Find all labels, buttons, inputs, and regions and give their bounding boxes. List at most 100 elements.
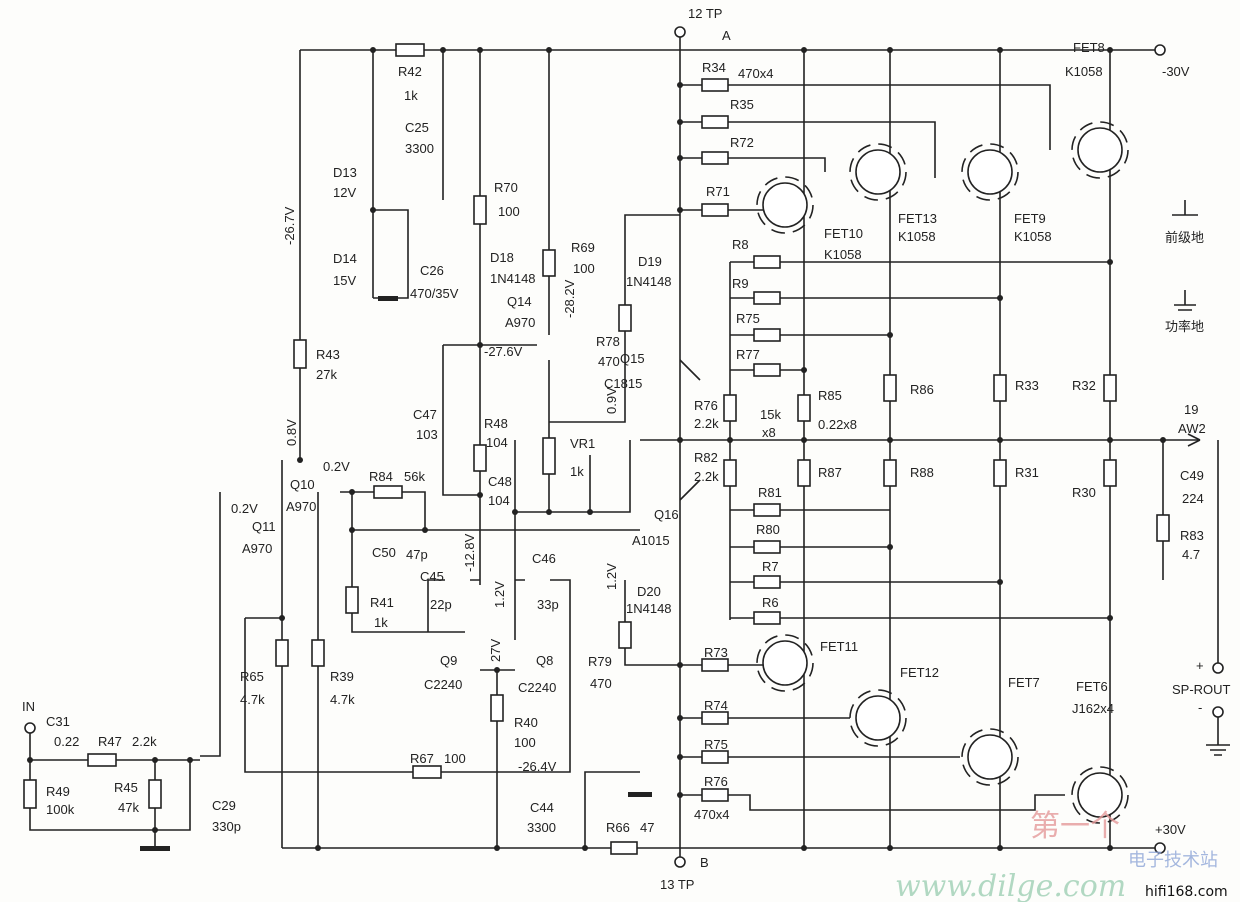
vr1-label: VR1 xyxy=(570,436,595,451)
r49-label: R49 xyxy=(46,784,70,799)
watermark-cn2: 电子技术站 xyxy=(1128,850,1218,871)
plus-label: + xyxy=(1196,658,1204,673)
r83-value: 4.7 xyxy=(1182,547,1200,562)
r72-label: R72 xyxy=(730,135,754,150)
r69-value: 100 xyxy=(573,261,595,276)
r76-upper-label: R76 xyxy=(694,398,718,413)
power-ground-label: 功率地 xyxy=(1165,319,1204,334)
r66-label: R66 xyxy=(606,820,630,835)
d18-value: 1N4148 xyxy=(490,271,536,286)
v264-label: -26.4V xyxy=(518,759,557,774)
q14-value: A970 xyxy=(505,315,535,330)
c26-value: 470/35V xyxy=(410,286,459,301)
r6-label: R6 xyxy=(762,595,779,610)
d13-label: D13 xyxy=(333,165,357,180)
r74-label: R74 xyxy=(704,698,728,713)
r82-label: R82 xyxy=(694,450,718,465)
c50-label: C50 xyxy=(372,545,396,560)
r82-value: 2.2k xyxy=(694,469,719,484)
fet11-label: FET11 xyxy=(820,639,858,654)
r41-value: 1k xyxy=(374,615,388,630)
r47-value: 2.2k xyxy=(132,734,157,749)
c26-label: C26 xyxy=(420,263,444,278)
r48-label: R48 xyxy=(484,416,508,431)
node19-label: 19 xyxy=(1184,402,1198,417)
d20-label: D20 xyxy=(637,584,661,599)
junctions xyxy=(27,47,1166,851)
022x8-label: 0.22x8 xyxy=(818,417,857,432)
fet12-label: FET12 xyxy=(900,665,939,680)
r84-label: R84 xyxy=(369,469,393,484)
d19-label: D19 xyxy=(638,254,662,269)
fet6-label: FET6 xyxy=(1076,679,1108,694)
aw2-label: AW2 xyxy=(1178,421,1206,436)
q16-label: Q16 xyxy=(654,507,679,522)
c46-value: 33p xyxy=(537,597,559,612)
d14-label: D14 xyxy=(333,251,357,266)
r41-label: R41 xyxy=(370,595,394,610)
d19-value: 1N4148 xyxy=(626,274,672,289)
minus-label: - xyxy=(1198,700,1202,715)
15k-label: 15k xyxy=(760,407,781,422)
watermark-cn1: 第一个 xyxy=(1030,809,1120,844)
r65-value: 4.7k xyxy=(240,692,265,707)
q9-value: C2240 xyxy=(424,677,462,692)
wires xyxy=(29,32,1219,860)
r42-label: R42 xyxy=(398,64,422,79)
r49-value: 100k xyxy=(46,802,75,817)
r75-lower-label: R75 xyxy=(704,737,728,752)
c50-value: 47p xyxy=(406,547,428,562)
fet9-label: FET9 xyxy=(1014,211,1046,226)
fet6-value: J162x4 xyxy=(1072,701,1114,716)
d13-value: 12V xyxy=(333,185,356,200)
r80-label: R80 xyxy=(756,522,780,537)
watermark: 第一个 电子技术站 www.dilge.com hifi168.com xyxy=(895,809,1228,902)
v08-label: 0.8V xyxy=(284,419,299,446)
r33-label: R33 xyxy=(1015,378,1039,393)
v276-label: -27.6V xyxy=(484,344,523,359)
v27-label: 27V xyxy=(488,639,503,662)
r32-label: R32 xyxy=(1072,378,1096,393)
speaker-output-label: SP-ROUT xyxy=(1172,682,1231,697)
q10-label: Q10 xyxy=(290,477,315,492)
v02-left-label: 0.2V xyxy=(231,501,258,516)
q8-label: Q8 xyxy=(536,653,553,668)
neg30-label: -30V xyxy=(1162,64,1190,79)
tpB-label: B xyxy=(700,855,709,870)
q14-label: Q14 xyxy=(507,294,532,309)
r48-value: 104 xyxy=(486,435,508,450)
tpA-label: A xyxy=(722,28,731,43)
r75-upper-label: R75 xyxy=(736,311,760,326)
r43-value: 27k xyxy=(316,367,337,382)
c49-value: 224 xyxy=(1182,491,1204,506)
v09-label: 0.9V xyxy=(604,387,619,414)
resistors xyxy=(23,43,1170,855)
fet8-value: K1058 xyxy=(1065,64,1103,79)
fet7-label: FET7 xyxy=(1008,675,1040,690)
r81-label: R81 xyxy=(758,485,782,500)
r9-label: R9 xyxy=(732,276,749,291)
q11-label: Q11 xyxy=(252,519,276,534)
v282-label: -28.2V xyxy=(562,279,577,318)
r39-value: 4.7k xyxy=(330,692,355,707)
r47-label: R47 xyxy=(98,734,122,749)
c49-label: C49 xyxy=(1180,468,1204,483)
q9-label: Q9 xyxy=(440,653,457,668)
fet8-label: FET8 xyxy=(1073,40,1105,55)
terminals xyxy=(24,26,1230,868)
r76-lower-value: 470x4 xyxy=(694,807,729,822)
watermark-url: www.dilge.com xyxy=(895,869,1126,902)
r43-label: R43 xyxy=(316,347,340,362)
q10-value: A970 xyxy=(286,499,316,514)
r40-value: 100 xyxy=(514,735,536,750)
q8-value: C2240 xyxy=(518,680,556,695)
component-labels: 12 TP A -30V R42 1k C25 3300 D13 12V D14… xyxy=(22,6,1231,892)
r70-value: 100 xyxy=(498,204,520,219)
r71-label: R71 xyxy=(706,184,730,199)
r31-label: R31 xyxy=(1015,465,1039,480)
tp13-label: 13 TP xyxy=(660,877,694,892)
r70-label: R70 xyxy=(494,180,518,195)
r87-label: R87 xyxy=(818,465,842,480)
